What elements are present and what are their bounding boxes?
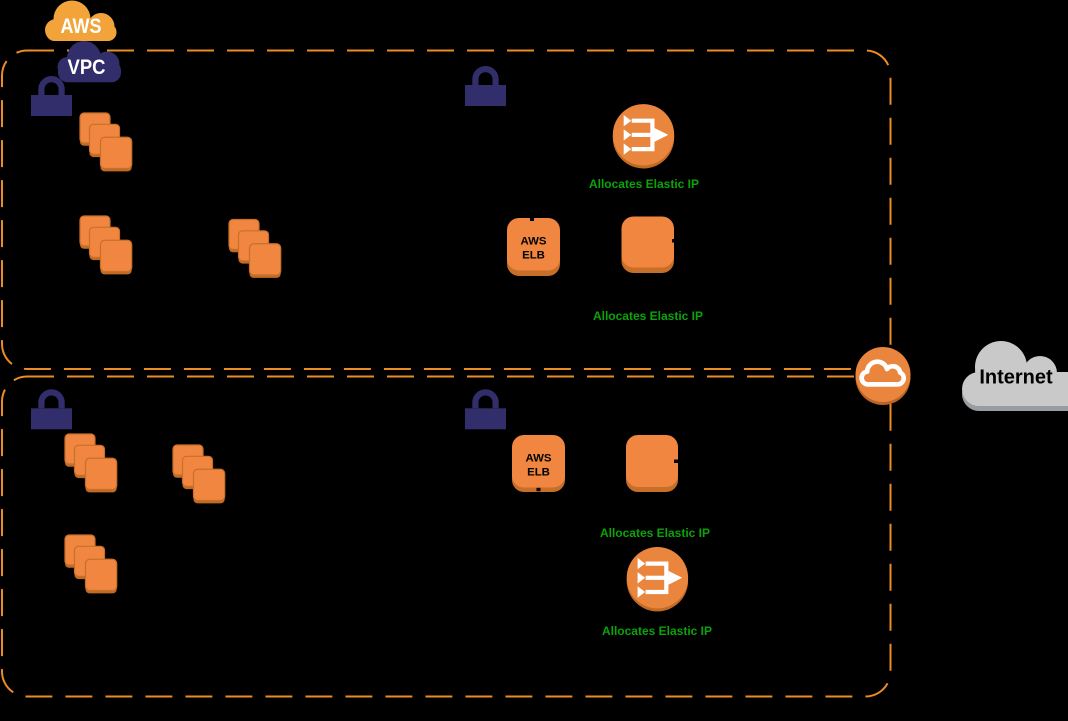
svg-text:Allocates Elastic IP: Allocates Elastic IP <box>600 526 710 540</box>
svg-text:ELB: ELB <box>527 467 550 479</box>
svg-text:AWS: AWS <box>526 453 552 465</box>
svg-text:Allocates Elastic IP: Allocates Elastic IP <box>589 177 699 191</box>
svg-text:Allocates Elastic IP: Allocates Elastic IP <box>602 624 712 638</box>
svg-text:VPC: VPC <box>68 56 106 79</box>
svg-text:Internet: Internet <box>979 367 1053 389</box>
svg-text:AWS: AWS <box>61 14 102 38</box>
svg-text:AWS: AWS <box>521 235 547 247</box>
svg-text:ELB: ELB <box>522 249 545 261</box>
svg-text:Allocates Elastic IP: Allocates Elastic IP <box>593 309 703 323</box>
